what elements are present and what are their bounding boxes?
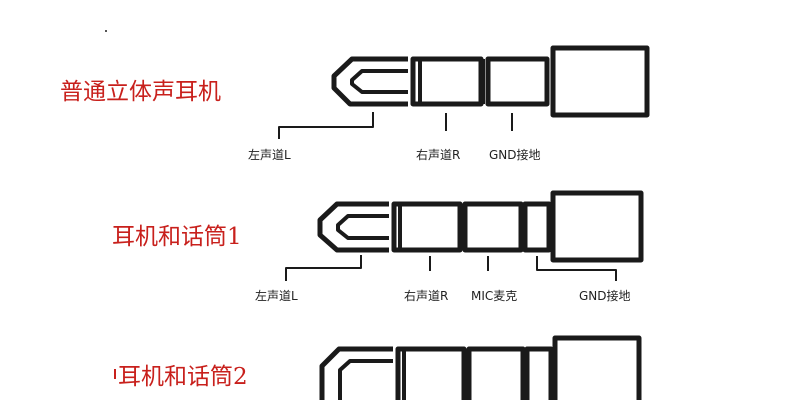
title-headset-2: 耳机和话筒2 [118, 364, 248, 390]
title-headset-1: 耳机和话筒1 [112, 224, 242, 250]
trs-plug-1 [278, 45, 650, 139]
title-standard-stereo: 普通立体声耳机 [60, 79, 221, 105]
label-right-channel-1: 右声道R [416, 148, 461, 162]
label-left-channel-1: 左声道L [248, 148, 291, 162]
speck-mark-red [114, 369, 116, 379]
trrs-plug-2 [319, 335, 642, 400]
label-left-channel-2: 左声道L [255, 289, 298, 303]
label-ground-2: GND接地 [579, 289, 631, 303]
speck-mark [105, 30, 107, 32]
trrs-plug-1 [285, 190, 644, 281]
label-ground-1: GND接地 [489, 148, 541, 162]
label-mic-2: MIC麦克 [471, 289, 518, 303]
label-right-channel-2: 右声道R [404, 289, 449, 303]
